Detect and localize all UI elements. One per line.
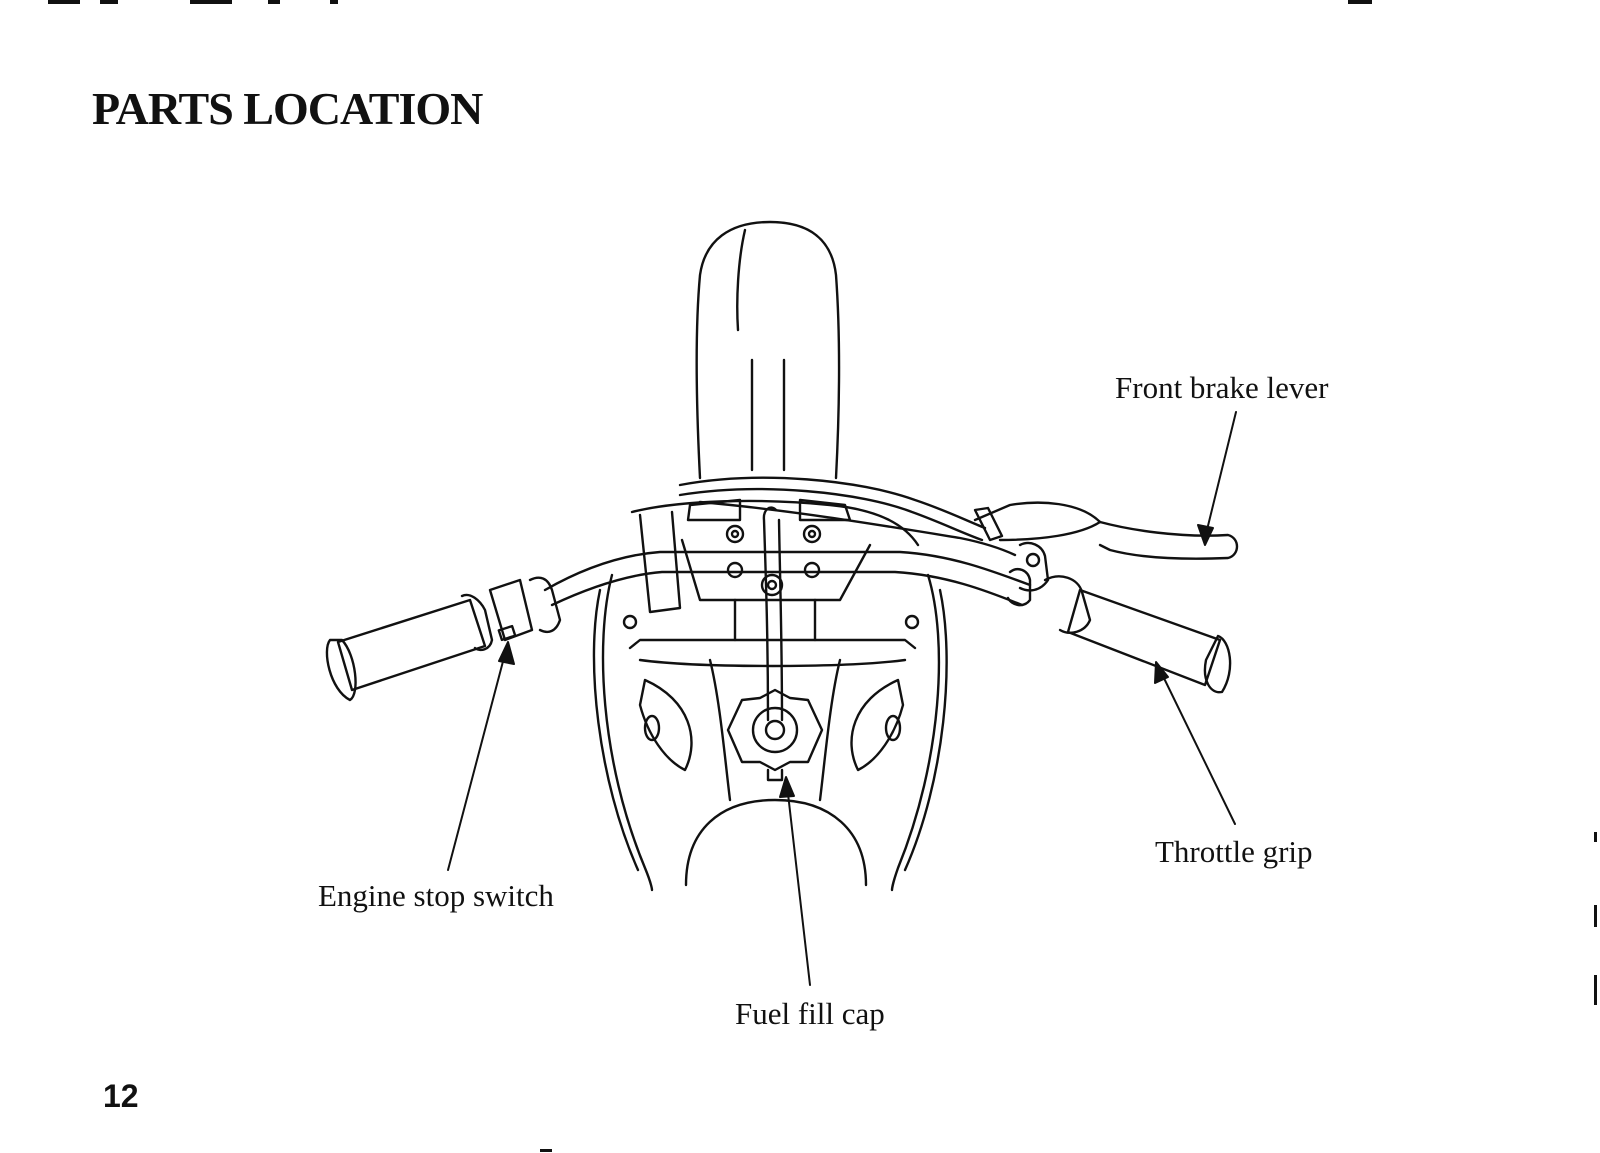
- arrowhead-engine-stop-switch: [498, 641, 515, 665]
- page-number: 12: [103, 1078, 139, 1114]
- scan-artifact-right: [1594, 832, 1597, 842]
- fuel-fill-cap: [726, 688, 824, 782]
- arrowhead-fuel-fill-cap: [779, 776, 795, 798]
- arrowhead-front-brake-lever: [1197, 524, 1214, 546]
- right-controls: [1006, 541, 1092, 634]
- handlebar: [488, 510, 1032, 642]
- scan-artifact-top: [48, 0, 80, 4]
- front-brake-lever: [973, 501, 1239, 560]
- triple-clamp: [622, 498, 920, 642]
- front-fender: [695, 220, 841, 480]
- fuel-tank-body: [592, 573, 948, 892]
- right-grip: [1066, 588, 1232, 694]
- leader-throttle-grip: [1159, 669, 1236, 825]
- scan-artifact-bottom: [540, 1149, 552, 1152]
- leader-lines: [447, 411, 1237, 986]
- callout-front-brake-lever: Front brake lever: [1115, 370, 1329, 405]
- callout-throttle-grip: Throttle grip: [1155, 834, 1313, 869]
- scan-artifact-top: [268, 0, 280, 4]
- scan-artifact-right: [1594, 975, 1597, 1005]
- callout-engine-stop-switch: Engine stop switch: [318, 878, 554, 913]
- callout-fuel-fill-cap: Fuel fill cap: [735, 996, 885, 1031]
- leader-front-brake-lever: [1204, 411, 1237, 539]
- scan-artifact-top: [100, 0, 118, 4]
- scan-artifact-right: [1594, 905, 1597, 927]
- leader-fuel-fill-cap: [786, 784, 811, 986]
- breather-tube: [762, 506, 784, 722]
- scan-artifact-top: [330, 0, 338, 4]
- left-grip: [325, 593, 494, 702]
- page-title: PARTS LOCATION: [92, 83, 483, 134]
- control-cables: [678, 476, 1017, 557]
- scan-artifact-top: [190, 0, 232, 4]
- leader-engine-stop-switch: [447, 649, 507, 871]
- scan-artifact-top: [1348, 0, 1372, 4]
- arrowhead-throttle-grip: [1154, 661, 1169, 684]
